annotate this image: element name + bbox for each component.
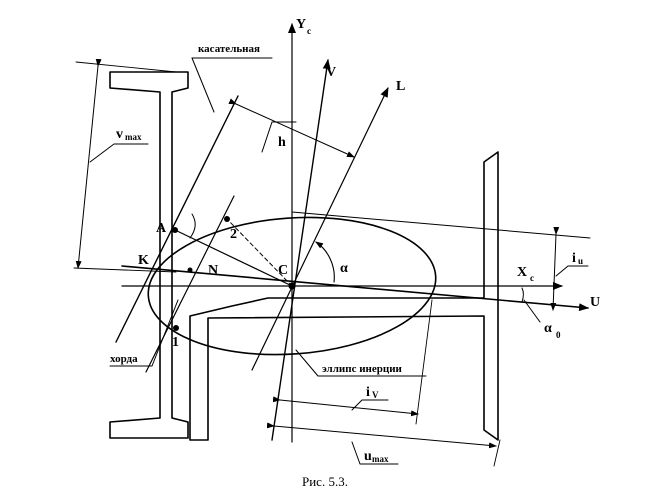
point-2 xyxy=(224,216,230,222)
chord-leader xyxy=(109,299,179,367)
point-c xyxy=(288,282,296,290)
label-iv: i xyxy=(366,385,370,400)
label-alpha0: α xyxy=(544,321,552,336)
point-a xyxy=(172,227,178,233)
iu-reference-line xyxy=(291,211,591,239)
note-tangent: касательная xyxy=(198,43,260,55)
label-k: K xyxy=(138,253,149,268)
right-angle-mark xyxy=(189,213,196,239)
v-axis xyxy=(271,59,331,441)
l-line xyxy=(251,87,389,371)
point-n xyxy=(187,267,193,273)
iu-dimension xyxy=(550,226,560,311)
label-point-1: 1 xyxy=(172,335,179,350)
iv-dimension xyxy=(272,396,419,417)
label-yc: Y xyxy=(296,17,306,32)
label-umax-sub: max xyxy=(372,454,389,464)
vmax-extension-top xyxy=(75,61,177,73)
label-iu-sub: u xyxy=(578,256,583,266)
ellipse-leader xyxy=(295,349,427,377)
iu-leader xyxy=(555,265,589,277)
label-umax: u xyxy=(364,449,372,464)
umax-dimension xyxy=(266,422,497,449)
label-h: h xyxy=(278,135,286,150)
label-u: U xyxy=(590,295,600,310)
umax-extension-right xyxy=(493,439,501,467)
alpha0-arc xyxy=(521,287,524,303)
umax-leader xyxy=(351,441,399,465)
iv-extension-right xyxy=(415,299,433,425)
label-xc: X xyxy=(517,265,527,280)
label-iv-sub: V xyxy=(372,390,379,400)
iv-leader xyxy=(351,399,389,411)
h-dimension xyxy=(228,98,355,158)
label-vmax-sub: max xyxy=(125,132,142,142)
label-l: L xyxy=(396,79,405,94)
label-xc-sub: c xyxy=(530,273,534,283)
tangent-line xyxy=(115,95,239,343)
label-iu: i xyxy=(572,251,576,266)
label-vmax: v xyxy=(116,127,123,142)
label-n: N xyxy=(208,263,218,278)
label-a: A xyxy=(156,221,167,236)
u-axis xyxy=(121,265,589,312)
label-c: C xyxy=(278,263,288,278)
label-point-2: 2 xyxy=(230,227,237,242)
note-chord: хорда xyxy=(110,353,138,365)
inertia-ellipse xyxy=(147,216,437,356)
left-channel-outline xyxy=(109,71,189,439)
vmax-dimension xyxy=(75,58,102,269)
note-ellipse: эллипс инерции xyxy=(322,363,403,375)
c-to-2-line xyxy=(226,218,293,287)
point-1 xyxy=(173,325,179,331)
h-leader xyxy=(261,121,297,153)
alpha0-leader xyxy=(523,299,541,323)
vmax-leader xyxy=(89,143,149,163)
figure-caption: Рис. 5.3. xyxy=(302,474,348,489)
label-alpha: α xyxy=(340,261,348,276)
label-v: V xyxy=(326,65,336,80)
right-channel-outline xyxy=(189,151,499,441)
alpha-arc xyxy=(315,241,335,283)
tangent-leader xyxy=(191,57,273,113)
label-yc-sub: c xyxy=(307,26,311,36)
radius-ca xyxy=(174,229,293,287)
label-alpha0-sub: 0 xyxy=(556,330,561,340)
